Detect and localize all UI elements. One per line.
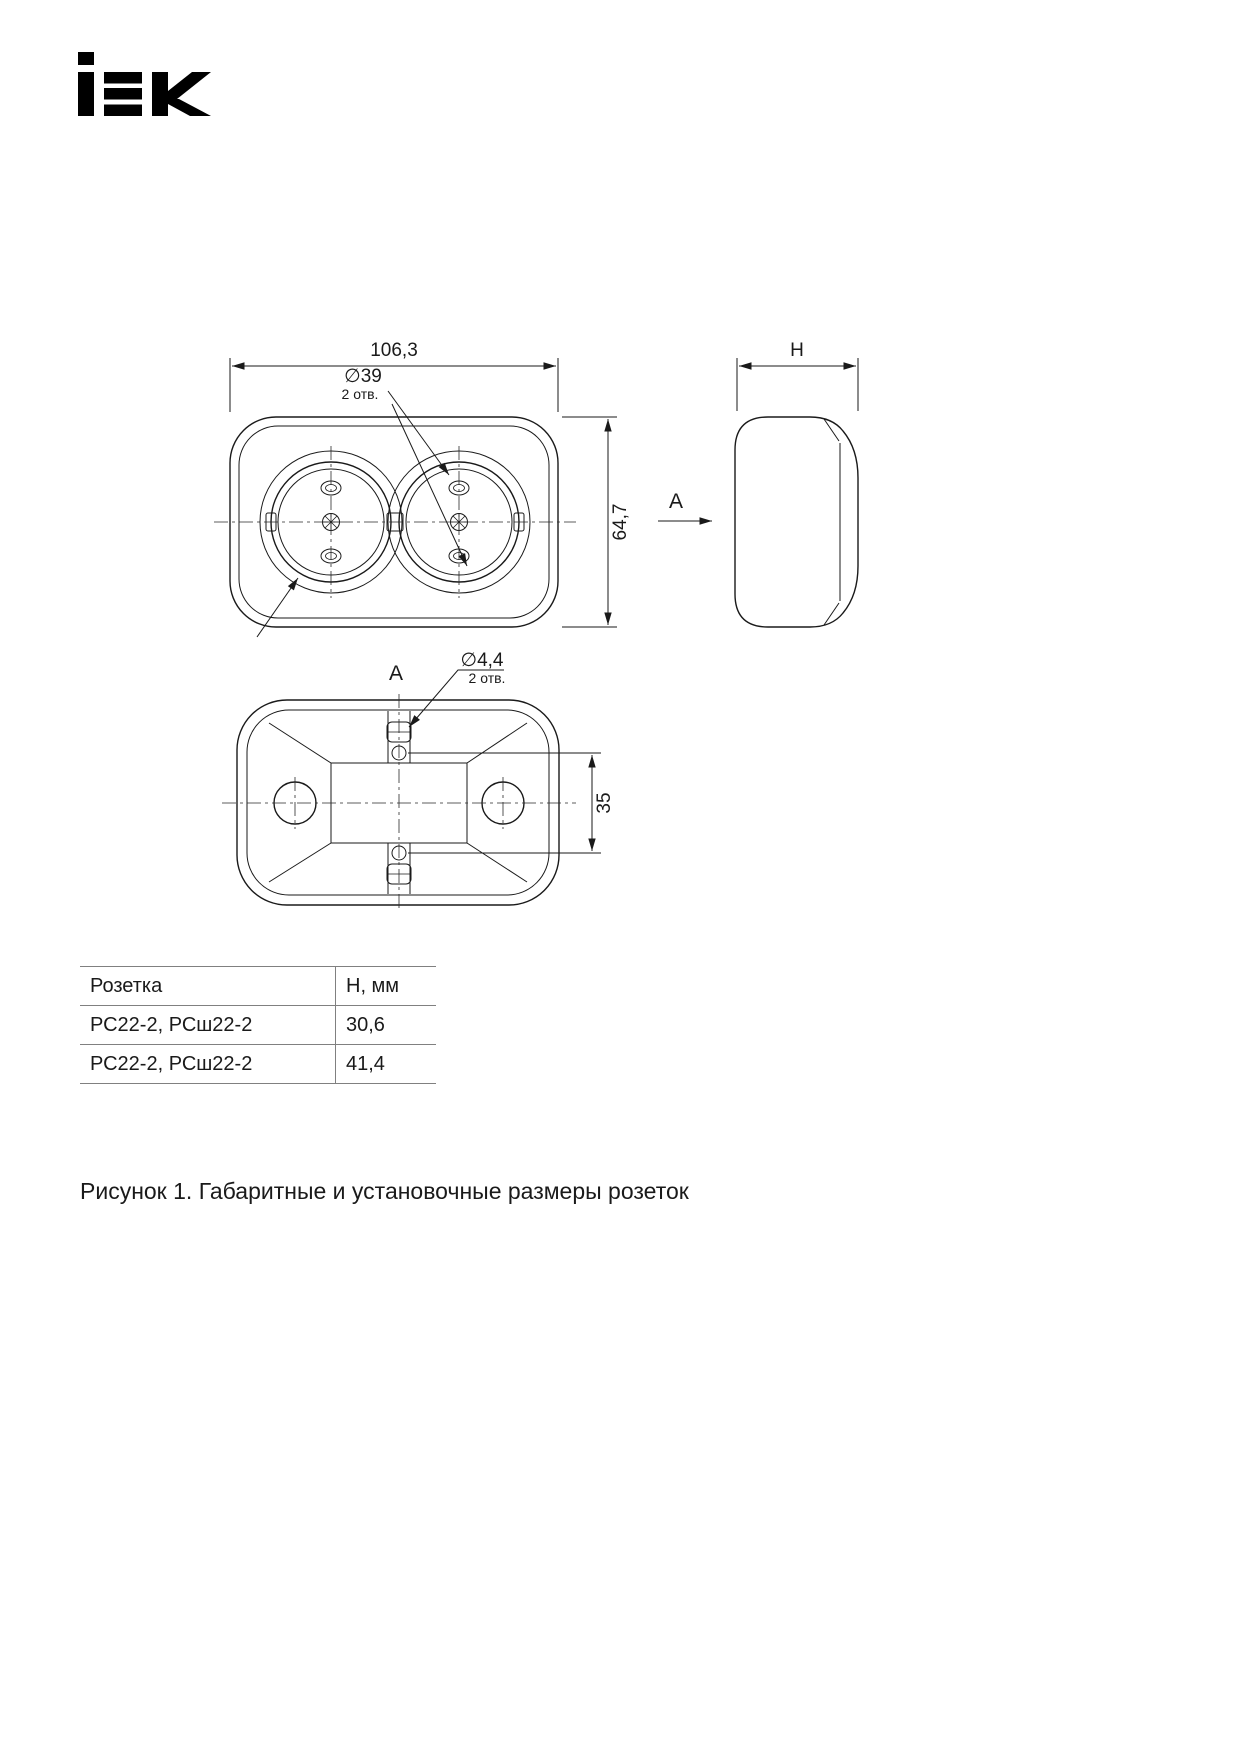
callout-screw-dia: ∅4,4 2 отв. [408,650,506,728]
iek-logo-glyphs [78,52,211,116]
view-direction-a: A [658,490,712,525]
dim-screw-spacing-label: 35 [594,792,615,813]
socket-dia-label: ∅39 [344,366,382,387]
side-view: H A [658,340,859,628]
bottom-outer-outline [236,699,560,906]
dim-height: 64,7 [562,416,631,628]
table-cell-height: 41,4 [335,1045,436,1083]
bottom-view-label: A [389,662,403,685]
table-header-height: Н, мм [335,967,436,1005]
screw-dia-count: 2 отв. [469,670,506,686]
dim-height-label: 64,7 [610,504,631,541]
figure-caption: Рисунок 1. Габаритные и установочные раз… [80,1178,689,1204]
dim-thickness: H [736,340,859,411]
view-a-label: A [669,490,683,513]
table-row: РС22-2, РСш22-2 30,6 [80,1006,436,1045]
dimensions-table: Розетка Н, мм РС22-2, РСш22-2 30,6 РС22-… [80,966,436,1084]
table-row: РС22-2, РСш22-2 41,4 [80,1045,436,1084]
table-cell-height: 30,6 [335,1006,436,1044]
side-outline [734,416,859,628]
table-header-socket: Розетка [90,975,163,997]
dim-width: 106,3 [229,340,559,412]
bottom-inner-outline [246,709,550,896]
table-cell-socket: РС22-2, РСш22-2 [90,1053,253,1075]
cover-leader [256,577,299,638]
dim-thickness-label: H [790,340,804,361]
dim-width-label: 106,3 [370,340,418,361]
socket-dia-count: 2 отв. [342,386,379,402]
iek-logo [78,52,211,116]
screw-dia-label: ∅4,4 [461,650,504,671]
technical-drawing: 106,3 ∅39 2 отв. 64,7 [214,340,859,912]
bottom-view: A [222,650,615,912]
dim-screw-spacing: 35 [408,752,615,854]
front-view: 106,3 ∅39 2 отв. 64,7 [214,340,631,638]
table-cell-socket: РС22-2, РСш22-2 [90,1014,253,1036]
callout-socket-dia: ∅39 2 отв. [342,366,468,567]
table-header-row: Розетка Н, мм [80,967,436,1006]
